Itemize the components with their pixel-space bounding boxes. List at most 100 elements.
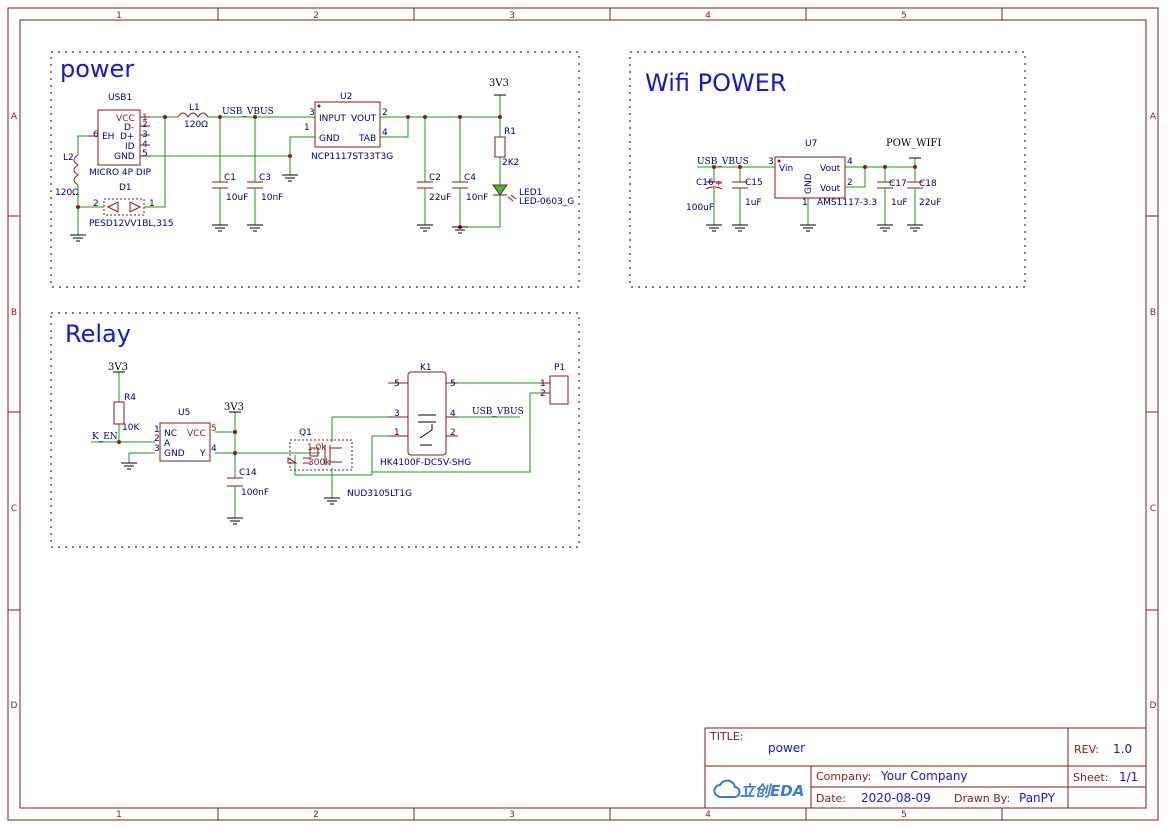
- power-grounds: [70, 174, 468, 242]
- sheet-label: Sheet:: [1073, 771, 1109, 784]
- d1-pin-1: 1: [149, 199, 155, 209]
- net-3v3-relay-b: 3V3: [224, 402, 244, 413]
- c4-capacitor: C4 10nF: [452, 173, 488, 225]
- wifi-grounds: [706, 224, 923, 232]
- u7-pin-vout-a: Vout: [820, 164, 841, 174]
- c16-ref: C16: [696, 178, 714, 188]
- wifi-wires: [697, 158, 916, 225]
- c2-capacitor: C2 22uF: [417, 173, 451, 225]
- led1: LED1 LED-0603_G: [492, 184, 574, 207]
- q1-nud3105: Q1 1.0k 300k NUD3105LT1G: [287, 428, 412, 499]
- u5-buffer: U5 NC A GND VCC Y 1 2 3 5 4: [154, 408, 217, 462]
- u7-ref: U7: [805, 139, 817, 149]
- l1-ref: L1: [189, 103, 200, 113]
- col-3-top: 3: [509, 11, 515, 21]
- k1-pin-1: 1: [394, 428, 400, 438]
- row-b-left: B: [11, 308, 17, 318]
- r1-value: 2K2: [502, 158, 519, 168]
- c14-capacitor: C14 100nF: [227, 468, 269, 498]
- col-5-top: 5: [901, 11, 907, 21]
- power-junctions: [76, 115, 502, 229]
- row-a-left: A: [11, 112, 18, 122]
- c18-ref: C18: [919, 179, 937, 189]
- company-value: Your Company: [880, 769, 968, 783]
- p1-pin-1: 1: [540, 379, 546, 389]
- u7-pin-vin: Vin: [779, 164, 793, 174]
- date-value: 2020-08-09: [861, 791, 931, 805]
- u5-num-2: 2: [154, 434, 160, 444]
- usb1-pin-stubs: [88, 116, 150, 157]
- drawn-value: PanPY: [1019, 791, 1056, 805]
- col-2-top: 2: [313, 11, 319, 21]
- c17-capacitor: C17 1uF: [877, 179, 908, 225]
- power-wires: [77, 95, 501, 235]
- c1-value: 10uF: [226, 193, 248, 203]
- c3-capacitor: C3 10nF: [247, 173, 283, 225]
- u2-ref: U2: [340, 92, 352, 102]
- c4-value: 10nF: [466, 193, 488, 203]
- c15-capacitor: C15 1uF: [732, 178, 763, 225]
- p1-pin-2: 2: [540, 389, 546, 399]
- row-b-right: B: [1150, 308, 1156, 318]
- u5-num-4: 4: [211, 444, 217, 454]
- q1-value: NUD3105LT1G: [347, 489, 412, 499]
- relay-section-box: [50, 312, 580, 548]
- u5-pin-a: A: [164, 439, 171, 449]
- relay-section-title: Relay: [65, 320, 131, 348]
- k1-relay: K1 5 5 3 4 1 2 HK4100F-DC5V-SHG: [380, 363, 471, 468]
- u5-num-1: 1: [154, 425, 160, 435]
- c3-ref: C3: [259, 173, 271, 183]
- c2-value: 22uF: [429, 193, 451, 203]
- titleblock-grid: [704, 727, 1147, 809]
- col-4-top: 4: [705, 11, 711, 21]
- u2-num-4: 4: [382, 128, 388, 138]
- c4-ref: C4: [464, 173, 476, 183]
- col-1-top: 1: [116, 11, 122, 21]
- net-3v3-power: 3V3: [489, 78, 509, 89]
- usb1-num-6: 6: [93, 130, 99, 140]
- l2-ref: L2: [63, 153, 74, 163]
- net-usb-vbus-relay: USB_VBUS: [472, 407, 524, 417]
- q1-r-b: 300k: [308, 458, 331, 468]
- usb1-num-1: 1: [142, 113, 148, 123]
- u7-num-4: 4: [847, 157, 853, 167]
- l1-value: 120Ω: [184, 120, 208, 130]
- k1-ref: K1: [420, 363, 432, 373]
- usb1-pin-dplus: D+: [120, 132, 134, 142]
- power-section-title: power: [60, 55, 134, 83]
- usb1-pin-dminus: D-: [124, 123, 134, 133]
- u7-ldo: U7 Vin Vout Vout GND 3 4 2 1 AMS1117-3.3: [768, 139, 877, 208]
- r1-resistor: R1 2K2: [494, 127, 519, 168]
- r4-resistor: R4 10K: [113, 393, 140, 433]
- u7-pin-gnd: GND: [804, 173, 814, 194]
- relay-3v3-a: 3V3: [108, 362, 128, 373]
- c17-value: 1uF: [891, 198, 908, 208]
- usb1-pin-eh: EH: [102, 132, 114, 142]
- c1-ref: C1: [224, 173, 236, 183]
- col-4-bottom: 4: [705, 810, 711, 820]
- power-3v3-symbol: 3V3: [489, 78, 509, 96]
- u7-num-3: 3: [768, 157, 774, 167]
- u7-num-2: 2: [847, 178, 853, 188]
- row-c-left: C: [11, 504, 17, 514]
- u5-pin-nc: NC: [164, 429, 177, 439]
- u2-pin-vout: VOUT: [351, 114, 377, 124]
- usb1-pin-id: ID: [125, 142, 135, 152]
- net-3v3-relay-a: 3V3: [108, 362, 128, 373]
- c16-value: 100uF: [686, 203, 714, 213]
- c15-ref: C15: [745, 178, 763, 188]
- col-2-bottom: 2: [313, 810, 319, 820]
- company-label: Company:: [816, 770, 871, 783]
- d1-ref: D1: [119, 183, 132, 193]
- outer-border: [7, 7, 1159, 821]
- q1-ref: Q1: [299, 428, 312, 438]
- u5-num-3: 3: [154, 444, 160, 454]
- u5-ref: U5: [178, 408, 190, 418]
- sheet-value: 1/1: [1119, 770, 1138, 784]
- c18-value: 22uF: [919, 198, 941, 208]
- power-section-box: [50, 51, 580, 288]
- u5-num-5: 5: [211, 424, 217, 434]
- wifi-junctions: [712, 165, 917, 169]
- column-ticks: [8, 8, 1158, 820]
- title-label: TITLE:: [709, 730, 743, 743]
